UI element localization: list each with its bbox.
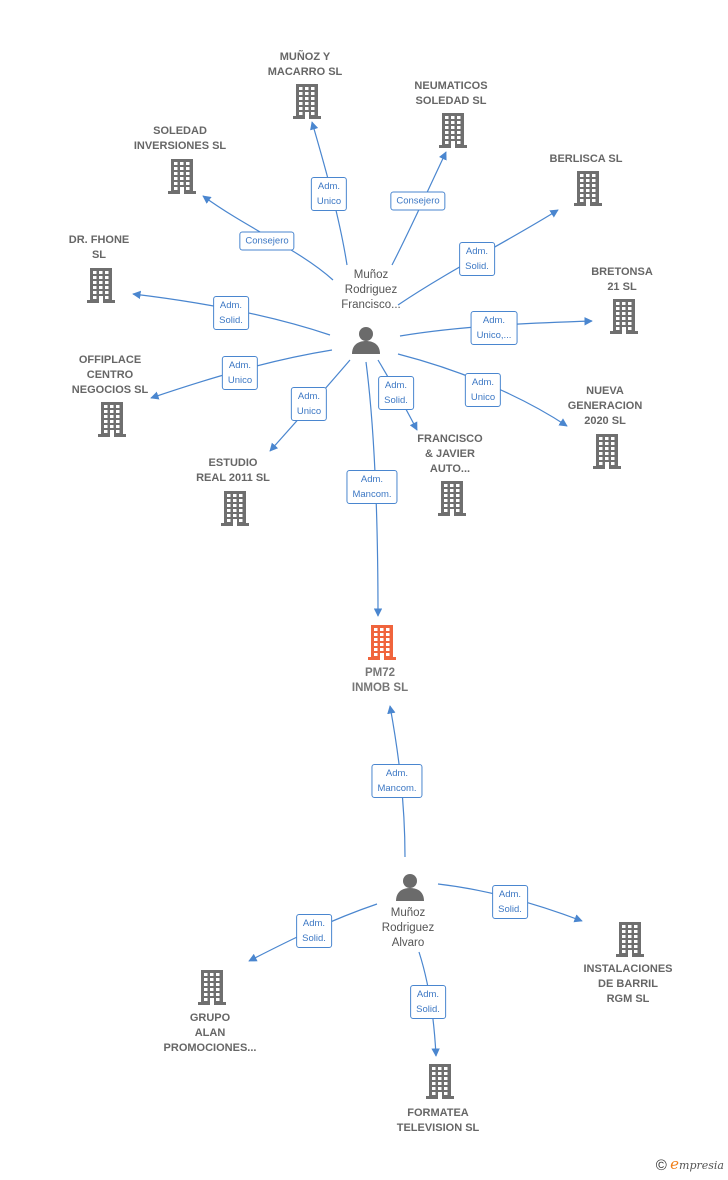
relation-label-p1-c2[interactable]: Consejero xyxy=(390,191,446,211)
person-icon xyxy=(352,327,380,354)
relation-label-p2-c11[interactable]: Adm. Solid. xyxy=(492,885,528,919)
relation-label-p1-c7[interactable]: Adm. Unico xyxy=(221,356,259,390)
relation-label-p1-c8[interactable]: Adm. Unico xyxy=(464,373,502,407)
company-name[interactable]: FORMATEA TELEVISION SL xyxy=(396,1107,480,1134)
relation-label-p1-c6[interactable]: Adm. Unico,... xyxy=(470,311,518,345)
company-name[interactable]: INSTALACIONES DE BARRIL RGM SL xyxy=(583,963,673,1005)
target-company-name[interactable]: PM72 INMOB SL xyxy=(351,667,409,694)
relation-label-p1-c4[interactable]: Adm. Solid. xyxy=(459,242,495,276)
company-name[interactable]: SOLEDAD INVERSIONES SL xyxy=(133,125,227,152)
company-building-icon xyxy=(426,1064,454,1099)
relation-label-p2-c12[interactable]: Adm. Solid. xyxy=(296,914,332,948)
relation-label-p1-c3[interactable]: Consejero xyxy=(239,231,295,251)
copyright-icon: © xyxy=(655,1157,667,1174)
person-name[interactable]: Muñoz Rodriguez Alvaro xyxy=(381,907,435,949)
company-building-icon xyxy=(221,491,249,526)
target-company-building-icon xyxy=(368,625,396,660)
person-icon xyxy=(396,874,424,901)
company-building-icon xyxy=(593,434,621,469)
company-name[interactable]: BRETONSA 21 SL xyxy=(591,266,653,293)
company-name[interactable]: NUEVA GENERACION 2020 SL xyxy=(567,385,643,427)
company-name[interactable]: NEUMATICOS SOLEDAD SL xyxy=(414,80,488,107)
relation-label-p1-c5[interactable]: Adm. Solid. xyxy=(213,296,249,330)
empresia-logo-text: mpresia xyxy=(679,1159,724,1172)
company-name[interactable]: BERLISCA SL xyxy=(549,153,623,165)
relation-label-p1-c9[interactable]: Adm. Solid. xyxy=(378,376,414,410)
company-building-icon xyxy=(439,113,467,148)
company-name[interactable]: DR. FHONE SL xyxy=(68,234,130,261)
company-name[interactable]: ESTUDIO REAL 2011 SL xyxy=(196,457,270,484)
company-building-icon xyxy=(616,922,644,957)
company-name[interactable]: OFFIPLACE CENTRO NEGOCIOS SL xyxy=(71,354,149,396)
company-building-icon xyxy=(293,84,321,119)
company-name[interactable]: GRUPO ALAN PROMOCIONES... xyxy=(163,1012,257,1054)
empresia-brand[interactable]: © empresia xyxy=(656,1155,724,1174)
company-building-icon xyxy=(87,268,115,303)
relation-label-p1-c1[interactable]: Adm. Unico xyxy=(310,177,348,211)
company-building-icon xyxy=(610,299,638,334)
company-building-icon xyxy=(438,481,466,516)
empresia-logo-mark: e xyxy=(670,1155,680,1173)
relation-label-p2-c13[interactable]: Adm. Solid. xyxy=(410,985,446,1019)
company-building-icon xyxy=(98,402,126,437)
relation-label-p1-target[interactable]: Adm. Mancom. xyxy=(346,470,398,504)
person-name[interactable]: Muñoz Rodriguez Francisco... xyxy=(341,269,401,311)
company-building-icon xyxy=(168,159,196,194)
relation-label-p2-target[interactable]: Adm. Mancom. xyxy=(371,764,423,798)
relation-label-p1-c10[interactable]: Adm. Unico xyxy=(290,387,328,421)
company-building-icon xyxy=(198,970,226,1005)
company-name[interactable]: MUÑOZ Y MACARRO SL xyxy=(267,51,343,78)
company-building-icon xyxy=(574,171,602,206)
company-name[interactable]: FRANCISCO & JAVIER AUTO... xyxy=(417,433,483,475)
